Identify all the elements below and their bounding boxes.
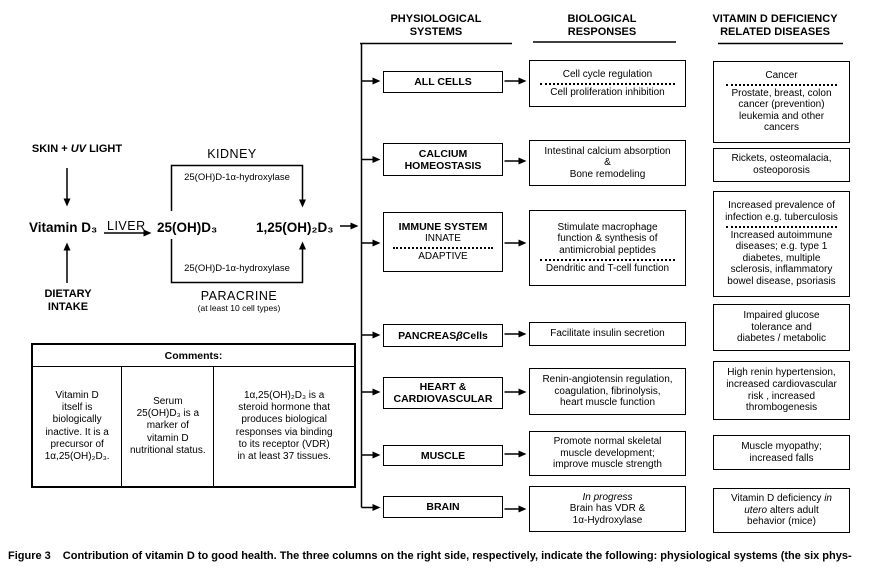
disease-text: Cancer (765, 70, 798, 82)
system-subtext: ADAPTIVE (418, 251, 468, 262)
paracrine-note: (at least 10 cell types) (197, 303, 281, 313)
disease-label-part: Vitamin D deficiency (731, 493, 825, 505)
comment-cell-3: 1α,25(OH)₂D₃ is a steroid hormone that p… (235, 389, 333, 463)
kidney-label: KIDNEY (207, 147, 257, 161)
figure-caption-label: Figure 3 (8, 550, 51, 562)
response-text-italic: In progress (582, 491, 633, 503)
response-box-all-cells: Cell cycle regulation Cell proliferation… (529, 60, 686, 107)
system-label-part: Cells (462, 329, 488, 342)
system-box-pancreas-beta-cells: PANCREAS β Cells (383, 324, 503, 347)
comment-cell-2: Serum 25(OH)D₃ is a marker of vitamin D … (121, 367, 215, 486)
dotted-divider (539, 82, 676, 85)
light-label-part: LIGHT (86, 143, 123, 155)
system-subtext: INNATE (425, 233, 461, 244)
calcitriol-label: 1,25(OH)₂D₃ (256, 220, 334, 235)
disease-text: Increased prevalence of infection e.g. t… (725, 200, 838, 224)
response-text: Brain has VDR & 1α-Hydroxylase (569, 503, 646, 526)
system-label-part: PANCREAS (398, 329, 457, 342)
skin-label-part: SKIN + (31, 143, 71, 155)
paracrine-label: PARACRINE (200, 289, 278, 303)
response-box-pancreas: Facilitate insulin secretion (529, 322, 686, 346)
dietary-intake-label: DIETARY INTAKE (44, 288, 92, 313)
figure-caption-text: Contribution of vitamin D to good health… (62, 550, 852, 562)
col-header-deficiency-diseases: VITAMIN D DEFICIENCY RELATED DISEASES (712, 13, 838, 38)
response-box-immune: Stimulate macrophage function & synthesi… (529, 210, 686, 286)
dotted-divider (726, 83, 837, 86)
response-box-muscle: Promote normal skeletal muscle developme… (529, 431, 686, 476)
response-text: Stimulate macrophage function & synthesi… (557, 221, 658, 256)
system-box-brain: BRAIN (383, 496, 503, 518)
disease-box-cancer: Cancer Prostate, breast, colon cancer (p… (713, 61, 850, 143)
disease-box-hypertension: High renin hypertension, increased cardi… (713, 361, 850, 420)
comment-cell-1: Vitamin D itself is biologically inactiv… (44, 389, 110, 463)
beta-symbol: β (456, 329, 463, 342)
response-text: Dendritic and T-cell function (545, 262, 670, 274)
kidney-enzyme-label: 25(OH)D-1α-hydroxylase (184, 172, 290, 183)
system-box-muscle: MUSCLE (383, 445, 503, 466)
comments-box: Comments: Vitamin D itself is biological… (31, 343, 356, 488)
comments-title: Comments: (33, 345, 354, 367)
disease-box-infection-autoimmune: Increased prevalence of infection e.g. t… (713, 191, 850, 297)
system-box-all-cells: ALL CELLS (383, 71, 503, 93)
vitamin-d3-label: Vitamin D₃ (29, 220, 98, 235)
system-box-immune-system: IMMUNE SYSTEM INNATE ADAPTIVE (383, 212, 503, 272)
comments-cells: Vitamin D itself is biologically inactiv… (33, 367, 354, 486)
response-box-heart: Renin-angiotensin regulation, coagulatio… (529, 368, 686, 415)
dotted-divider (726, 225, 837, 228)
response-text: Cell cycle regulation (562, 68, 653, 80)
disease-box-myopathy: Muscle myopathy; increased falls (713, 435, 850, 470)
disease-label-part: alters adult behavior (mice) (747, 504, 819, 528)
disease-box-glucose: Impaired glucose tolerance and diabetes … (713, 304, 850, 351)
liver-label: LIVER (107, 219, 146, 233)
disease-text: Prostate, breast, colon cancer (preventi… (731, 87, 832, 134)
disease-box-rickets: Rickets, osteomalacia, osteoporosis (713, 148, 850, 182)
dotted-divider (539, 258, 676, 261)
response-box-calcium: Intestinal calcium absorption & Bone rem… (529, 140, 686, 186)
system-title: IMMUNE SYSTEM (398, 221, 488, 233)
uv-italic-label: UV (70, 143, 87, 155)
response-text: Cell proliferation inhibition (550, 86, 665, 98)
skin-uv-light-label: SKIN + UV LIGHT (24, 143, 130, 156)
system-box-heart-cardiovascular: HEART & CARDIOVASCULAR (383, 377, 503, 409)
calcidiol-label: 25(OH)D₃ (157, 220, 218, 235)
dotted-divider (393, 247, 493, 249)
col-header-biological-responses: BIOLOGICAL RESPONSES (567, 13, 637, 38)
system-box-calcium-homeostasis: CALCIUM HOMEOSTASIS (383, 143, 503, 176)
disease-box-behavior: Vitamin D deficiency in utero alters adu… (713, 488, 850, 533)
disease-label-italic: in utero (744, 493, 832, 516)
paracrine-enzyme-label: 25(OH)D-1α-hydroxylase (184, 263, 290, 274)
col-header-physiological-systems: PHYSIOLOGICAL SYSTEMS (390, 13, 482, 38)
disease-text: Increased autoimmune diseases; e.g. type… (727, 229, 836, 287)
figure-caption: Figure 3 Contribution of vitamin D to goo… (8, 550, 894, 562)
response-box-brain: In progress Brain has VDR & 1α-Hydroxyla… (529, 486, 686, 532)
disease-text: Vitamin D deficiency in utero alters adu… (731, 493, 832, 528)
